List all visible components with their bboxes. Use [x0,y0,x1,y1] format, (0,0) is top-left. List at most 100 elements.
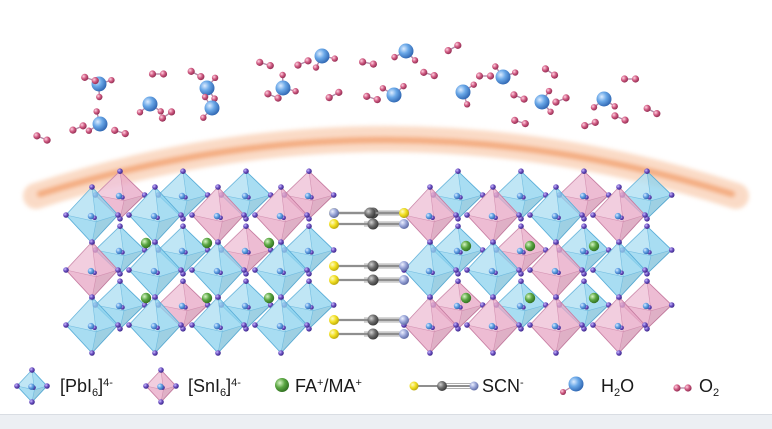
oxygen-atom [454,42,461,49]
o2-molecule [581,119,599,129]
hydrogen-atom [86,128,92,134]
iodide-atom [126,267,132,273]
metal-atom [179,248,185,254]
iodide-atom [152,184,158,190]
cation-fa-ma [202,293,212,303]
metal-atom [116,248,122,254]
metal-atom [517,193,523,199]
sulfur-atom [399,208,409,218]
legend: [PbI6]4- [SnI6]4- FA+/MA+ SCN- H2O O2 [0,366,772,406]
sulfur-atom [329,329,339,339]
iodide-atom [642,212,648,218]
iodide-atom [453,322,459,328]
oxygen-atom [653,110,660,117]
water-molecule [535,88,554,115]
oxygen-atom [111,127,118,134]
metal-atom [643,193,649,199]
iodide-atom [115,267,121,273]
iodide-atom [455,168,461,174]
cation-fa-ma [461,293,471,303]
metal-atom [552,213,558,219]
iodide-atom [306,168,312,174]
legend-oxygen: O2 [699,366,719,406]
oxygen-atom [399,44,414,59]
metal-atom [580,303,586,309]
iodide-atom [331,302,337,308]
o2-molecule [111,127,129,137]
hydrogen-atom [279,72,285,78]
oxygen-atom [93,117,108,132]
iodide-atom [464,212,470,218]
scn-anion [329,219,409,230]
hydrogen-atom [512,69,518,75]
iodide-atom [579,212,585,218]
hydrogen-atom [464,101,470,107]
iodide-atom [516,322,522,328]
o2-molecule [644,105,661,117]
iodide-atom [278,294,284,300]
iodide-atom [331,192,337,198]
metal-atom [615,213,621,219]
iodide-atom [453,267,459,273]
iodide-atom [115,322,121,328]
carbon-atom [368,219,379,230]
iodide-atom [516,212,522,218]
metal-atom [454,248,460,254]
o2-molecule [294,57,311,68]
iodide-atom [63,212,69,218]
oxygen-atom [92,77,99,84]
iodide-atom [180,278,186,284]
oxygen-atom [496,70,511,85]
hydrogen-atom [292,88,298,94]
oxygen-atom [267,62,274,69]
cation-fa-ma [525,241,535,251]
iodide-atom [490,239,496,245]
metal-atom [426,323,432,329]
cation-fa-ma [202,238,212,248]
nitrogen-atom [399,261,409,271]
metal-atom [116,303,122,309]
water-molecule [137,97,164,116]
carbon-atom [368,315,379,326]
metal-atom [88,323,94,329]
hydrogen-atom [202,94,208,100]
o2-molecule [552,94,569,105]
oxygen-atom [304,57,311,64]
iodide-atom [581,223,587,229]
hydrogen-atom [412,57,418,63]
o2-molecule [81,74,99,84]
iodide-atom [331,247,337,253]
metal-atom [214,268,220,274]
metal-atom [151,268,157,274]
water-molecule [591,92,618,111]
metal-atom [305,248,311,254]
oxygen-atom [363,93,370,100]
oxygen-atom [315,49,330,64]
legend-water: H2O [601,366,634,406]
iodide-atom [553,239,559,245]
oxygen-atom [143,97,158,112]
iodide-atom [241,267,247,273]
oxygen-atom [511,117,518,124]
iodide-atom [590,322,596,328]
iodide-atom [178,267,184,273]
iodide-atom [215,294,221,300]
iodide-atom [427,239,433,245]
water-molecule [86,108,108,134]
legend-scn: SCN- [482,366,524,406]
metal-atom [454,303,460,309]
cation-fa-ma [141,238,151,248]
metal-atom [305,193,311,199]
iodide-atom [126,322,132,328]
cation-fa-ma [461,241,471,251]
legend-water-label: H2O [601,377,634,395]
legend-sni6-label: [SnI6]4- [188,377,241,395]
iodide-atom [252,267,258,273]
iodide-atom [178,212,184,218]
hydrogen-atom [332,55,338,61]
oxygen-atom [359,58,366,65]
water-molecule [391,44,418,64]
o2-molecule [510,91,527,102]
oxygen-atom [33,132,40,139]
carbon-atom [368,275,379,286]
